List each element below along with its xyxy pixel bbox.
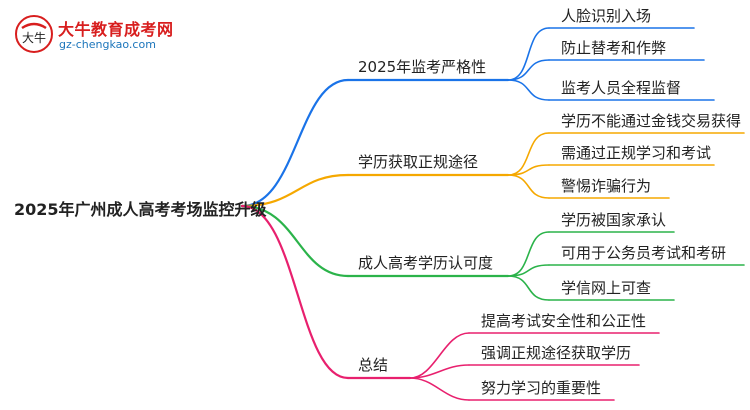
root-node: 2025年广州成人高考考场监控升级 <box>14 200 267 219</box>
leaf-connector <box>507 59 550 81</box>
leaf-label: 警惕诈骗行为 <box>561 177 652 195</box>
leaf-label: 防止替考和作弊 <box>561 39 667 57</box>
leaf-label: 可用于公务员考试和考研 <box>561 244 727 262</box>
leaf-connector <box>507 174 550 199</box>
branch-label: 成人高考学历认可度 <box>358 254 494 272</box>
branch-label: 2025年监考严格性 <box>358 58 487 76</box>
leaf-connector <box>507 79 550 101</box>
leaf-connector <box>507 264 550 277</box>
branch-connector <box>240 173 350 208</box>
leaf-label: 学信网上可查 <box>561 279 652 297</box>
branch-label: 学历获取正规途径 <box>358 153 479 171</box>
leaf-connector <box>507 27 550 81</box>
leaf-label: 监考人员全程监督 <box>561 79 682 97</box>
branch-connector <box>240 204 350 380</box>
leaf-connector <box>409 364 470 379</box>
leaf-label: 强调正规途径获取学历 <box>481 344 632 362</box>
leaf-label: 需通过正规学习和考试 <box>561 144 712 162</box>
leaf-label: 提高考试安全性和公正性 <box>481 312 647 330</box>
leaf-connector <box>507 231 550 277</box>
logo-url: gz-chengkao.com <box>59 38 156 51</box>
leaf-connector <box>507 132 550 176</box>
leaf-connector <box>409 377 470 401</box>
leaf-connector <box>507 275 550 301</box>
leaf-label: 学历不能通过金钱交易获得 <box>561 112 742 130</box>
branch-connector <box>240 78 350 208</box>
site-logo[interactable]: 大牛 大牛教育成考网 gz-chengkao.com <box>14 14 204 54</box>
leaf-label: 学历被国家承认 <box>561 211 667 229</box>
branch-label: 总结 <box>358 356 389 374</box>
leaf-connector <box>409 332 470 379</box>
logo-title: 大牛教育成考网 <box>58 20 174 39</box>
leaf-label: 努力学习的重要性 <box>481 379 602 397</box>
branch-connector <box>240 204 350 278</box>
bull-logo-icon: 大牛 <box>15 15 53 53</box>
logo-mark-text: 大牛 <box>22 30 46 45</box>
leaf-label: 人脸识别入场 <box>561 7 652 25</box>
